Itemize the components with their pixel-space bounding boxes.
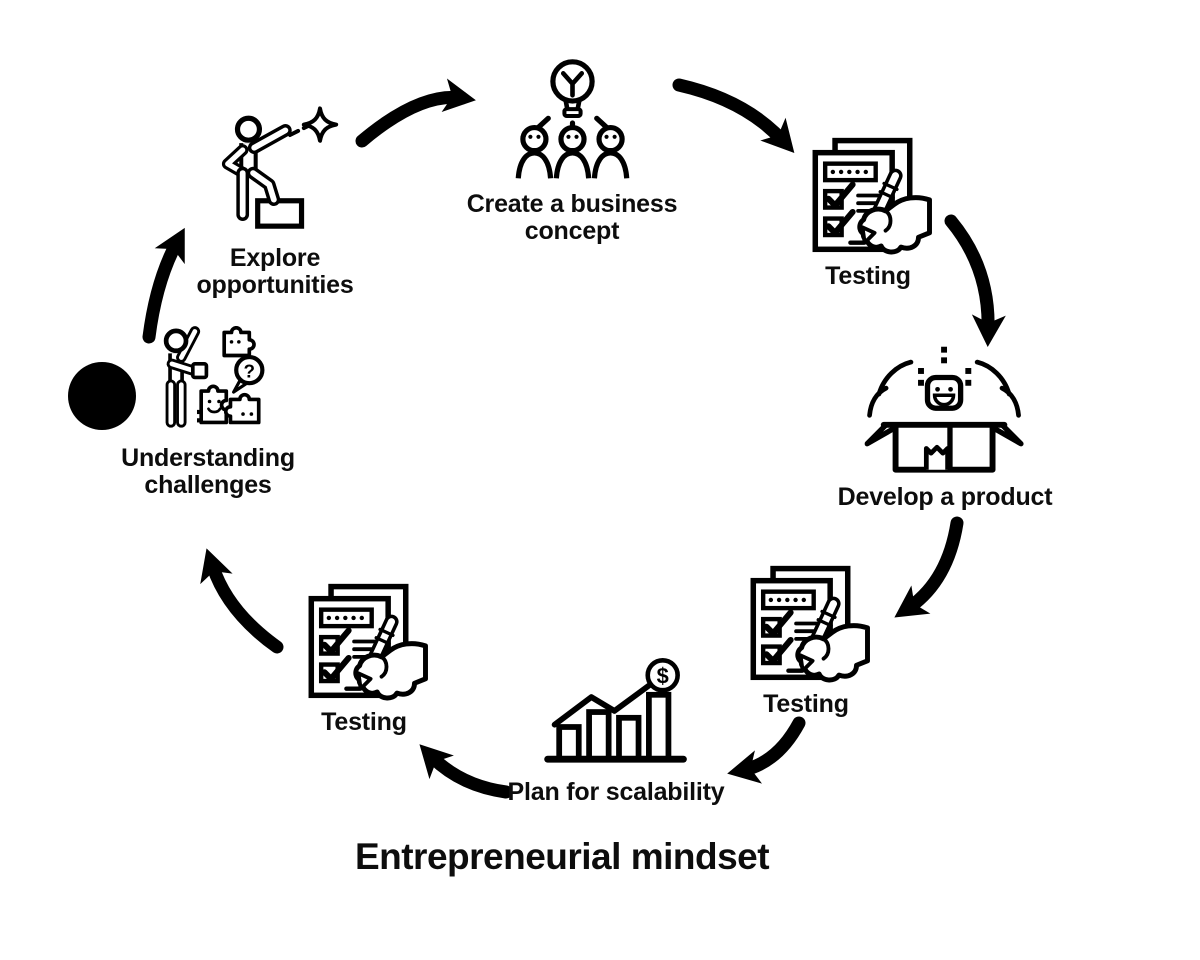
stage-label: Create a business concept xyxy=(466,190,678,245)
stage-explore-opportunities: Explore opportunities xyxy=(175,106,375,299)
checklist-hand-pencil-icon xyxy=(802,134,934,257)
question-glyph: ? xyxy=(243,360,255,381)
stage-label: Testing xyxy=(763,690,849,718)
stage-plan-for-scalability: $ Plan for scalability xyxy=(508,658,725,806)
arrowhead-icon xyxy=(894,585,931,618)
arrowhead-icon xyxy=(760,117,795,153)
stage-label: Understanding challenges xyxy=(121,444,295,499)
dollar-glyph: $ xyxy=(657,663,669,688)
stage-label: Explore opportunities xyxy=(196,244,354,299)
flow-arrow-testing-to-develop xyxy=(944,214,995,337)
checklist-hand-pencil-icon xyxy=(740,562,872,685)
arrowhead-icon xyxy=(971,314,1006,347)
flow-arrow-testing-to-understanding xyxy=(206,560,284,654)
stage-label: Testing xyxy=(825,262,911,290)
lightbulb-over-team-icon xyxy=(515,59,629,179)
stage-understanding-challenges: ? Understanding challenges xyxy=(101,326,316,499)
stage-label: Testing xyxy=(321,708,407,736)
stage-testing-top-right: Testing xyxy=(802,134,934,290)
stage-label: Develop a product xyxy=(837,483,1053,511)
checklist-hand-pencil-icon xyxy=(298,580,430,703)
stage-testing-bottom-left: Testing xyxy=(298,580,430,736)
flow-arrow-plan-to-testing xyxy=(426,751,513,799)
flow-arrow-understanding-to-explore xyxy=(142,237,183,344)
start-marker-dot xyxy=(68,362,136,430)
flow-arrow-explore-to-concept xyxy=(355,90,469,148)
flow-arrow-testing-to-plan xyxy=(737,716,806,777)
open-box-character-icon xyxy=(864,346,1024,473)
person-puzzle-question-icon: ? xyxy=(163,326,264,428)
arrowhead-icon xyxy=(727,750,763,784)
flow-arrow-develop-to-testing xyxy=(903,516,964,614)
stage-label: Plan for scalability xyxy=(507,778,725,806)
arrowhead-icon xyxy=(441,78,476,113)
arrowhead-icon xyxy=(200,548,233,585)
diagram-title: Entrepreneurial mindset xyxy=(354,836,770,877)
stage-testing-bottom-right: Testing xyxy=(740,562,872,718)
growth-bars-dollar-icon: $ xyxy=(544,658,688,763)
flow-arrow-concept-to-testing xyxy=(672,78,789,147)
person-on-steps-reaching-star-icon xyxy=(221,106,339,229)
arrowhead-icon xyxy=(419,744,454,780)
stage-develop-a-product: Develop a product xyxy=(838,342,1053,511)
arrowhead-icon xyxy=(154,227,185,265)
stage-create-business-concept: Create a business concept xyxy=(460,56,685,245)
